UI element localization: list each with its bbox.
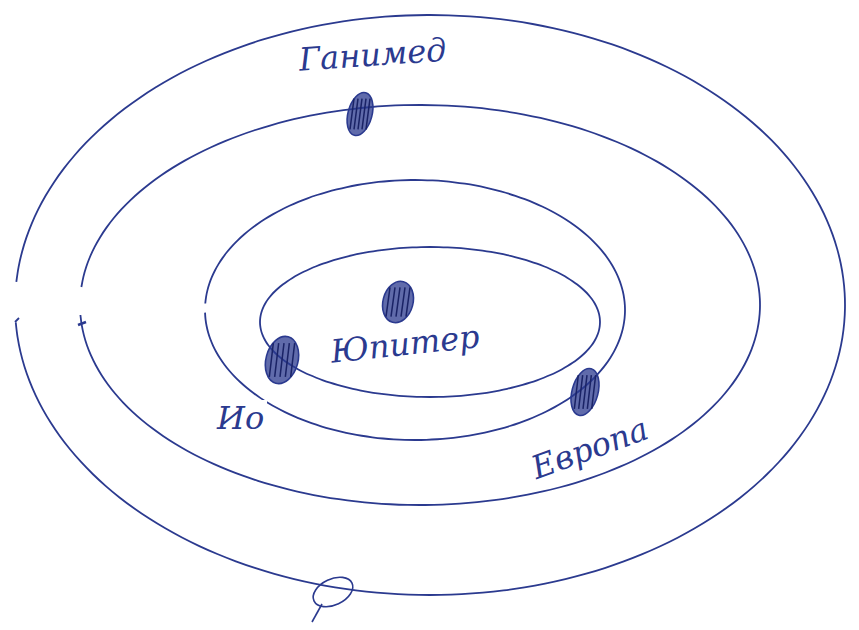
ganymede-dot (343, 90, 378, 139)
europa-orbit (205, 180, 625, 440)
io-orbit (260, 247, 600, 397)
outer-moon-tail (312, 604, 322, 622)
outer-moon (308, 571, 357, 612)
moon-label: Ио (214, 400, 267, 437)
orbit-stub (78, 322, 86, 325)
outer-orbit (16, 15, 845, 595)
jupiter-dot (378, 278, 418, 326)
europa-dot (566, 365, 604, 418)
ganymede-orbit (80, 105, 760, 505)
orbit-stub (15, 318, 19, 322)
moon-label: Ганимед (295, 31, 451, 78)
moon-label: Европа (524, 410, 656, 488)
io-dot (260, 333, 303, 388)
planet-label: Юпитер (326, 318, 484, 371)
